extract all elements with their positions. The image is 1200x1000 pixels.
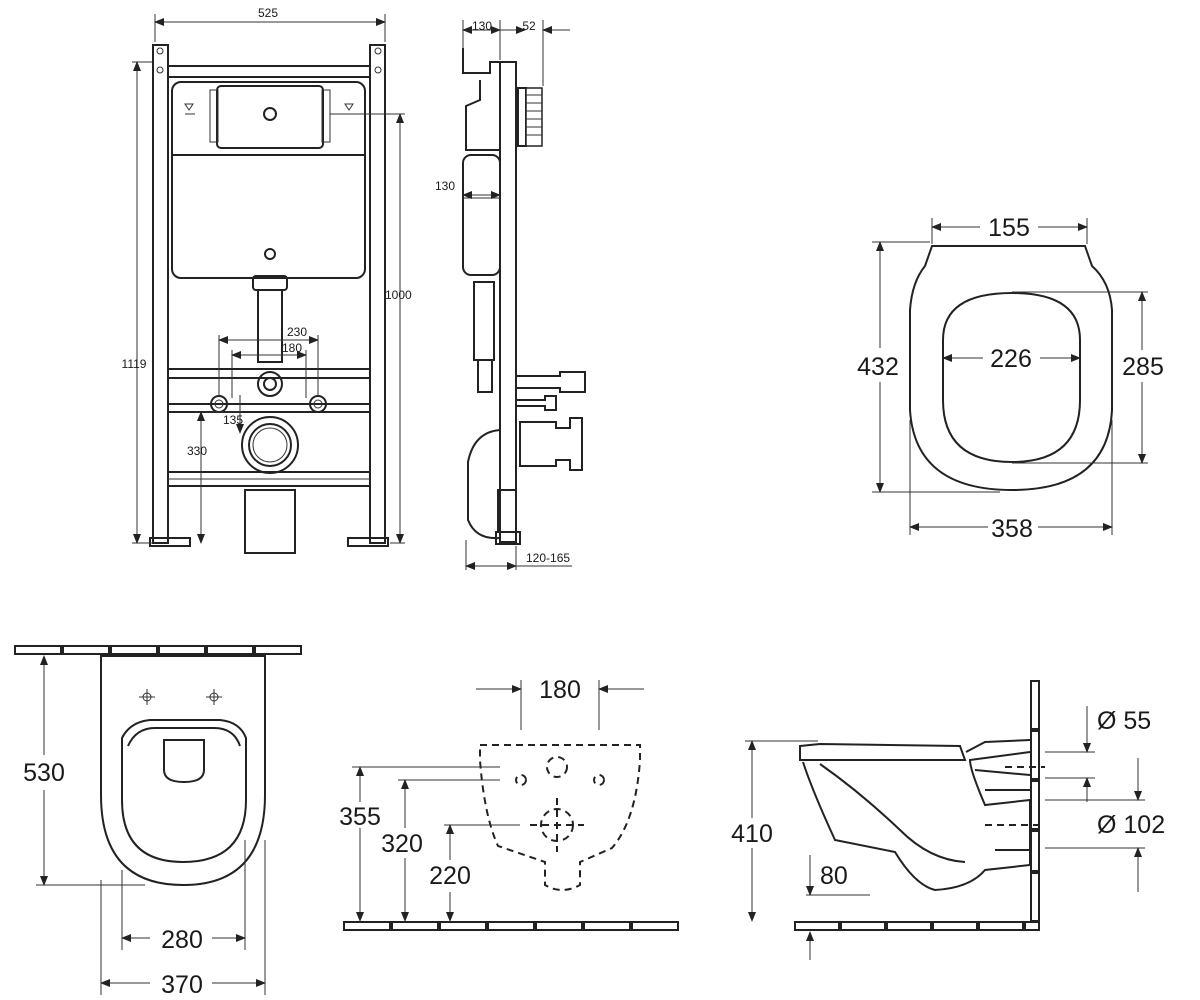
frame-upright-left [152, 44, 169, 544]
seat-opening [942, 291, 1081, 464]
frame-side-view: 130 52 130 120-165 [435, 19, 586, 570]
seat-outline [909, 245, 1113, 492]
dim-seat-length: 432 [857, 353, 899, 381]
dim-bolt-outer: 230 [287, 325, 307, 339]
dim-bowl-height: 410 [731, 820, 773, 848]
mounting-hole-left [139, 689, 155, 705]
foot-left [149, 537, 191, 547]
bowl-top-view: 530 280 370 [14, 645, 302, 999]
dim-side-cistern-depth: 130 [435, 179, 455, 193]
frame-front-view: 525 1119 1000 230 180 135 330 [122, 6, 412, 554]
cistern [171, 81, 366, 279]
dim-outlet-height: 355 [339, 803, 381, 831]
dim-bowl-length: 530 [23, 759, 65, 787]
cistern-side [465, 80, 500, 151]
bowl-back-outline [479, 744, 641, 891]
inlet-hole [546, 756, 568, 778]
seat-side [799, 742, 967, 761]
inlet-connector [257, 371, 283, 397]
dim-inlet-diameter: Ø 55 [1097, 707, 1151, 735]
flush-plate [525, 87, 543, 147]
seat-hinge [965, 739, 1031, 753]
dim-side-top-depth: 130 [472, 19, 492, 33]
dim-frame-width: 525 [258, 6, 278, 20]
bowl-seat-edge [121, 719, 247, 864]
mounting-hole-right [206, 689, 222, 705]
drain-connector [241, 416, 299, 474]
dim-bolt-height: 320 [381, 830, 423, 858]
bowl-side-outline [802, 751, 1031, 892]
dim-bolt-spacing: 180 [539, 676, 581, 704]
flush-pipe [257, 289, 283, 363]
dim-frame-height: 1000 [385, 288, 412, 302]
bowl-outline [100, 655, 266, 887]
drain-pipe [244, 489, 296, 554]
dim-bowl-inner-width: 280 [161, 926, 203, 954]
foot-right [347, 537, 389, 547]
dim-seat-inner-length: 285 [1122, 353, 1164, 381]
dim-drain-offset: 135 [223, 413, 243, 427]
inlet-side [516, 371, 586, 393]
frame-top-bar [167, 65, 371, 78]
dim-bolt-inner: 180 [282, 341, 302, 355]
dim-low-height: 220 [429, 862, 471, 890]
dim-seat-width: 358 [991, 515, 1033, 543]
dim-drain-height: 330 [187, 444, 207, 458]
bolt-hole-right [593, 774, 605, 786]
dim-bowl-width: 370 [161, 971, 203, 999]
dim-seat-top-width: 155 [988, 214, 1030, 242]
dim-frame-total-height: 1119 [122, 357, 147, 371]
bowl-opening [163, 739, 205, 784]
dim-outlet-diameter: Ø 102 [1097, 811, 1165, 839]
bolt-hole-left [515, 774, 527, 786]
drain-side [519, 417, 583, 471]
dim-seat-inner-width: 226 [990, 345, 1032, 373]
bowl-back-view: 180 355 320 220 [339, 676, 679, 931]
dim-side-foot-depth: 120-165 [526, 551, 570, 565]
frame-upright-right [369, 44, 386, 544]
dim-floor-clearance: 80 [820, 862, 848, 890]
bowl-side-view: 410 80 Ø 55 Ø 102 [731, 680, 1165, 960]
frame-side-upright [499, 61, 517, 543]
flush-opening [216, 85, 324, 149]
seat-view: 155 432 226 285 358 [857, 214, 1164, 543]
drain-bend [467, 396, 501, 540]
dim-side-plate: 52 [522, 19, 536, 33]
bowl-side-inner [819, 763, 966, 863]
